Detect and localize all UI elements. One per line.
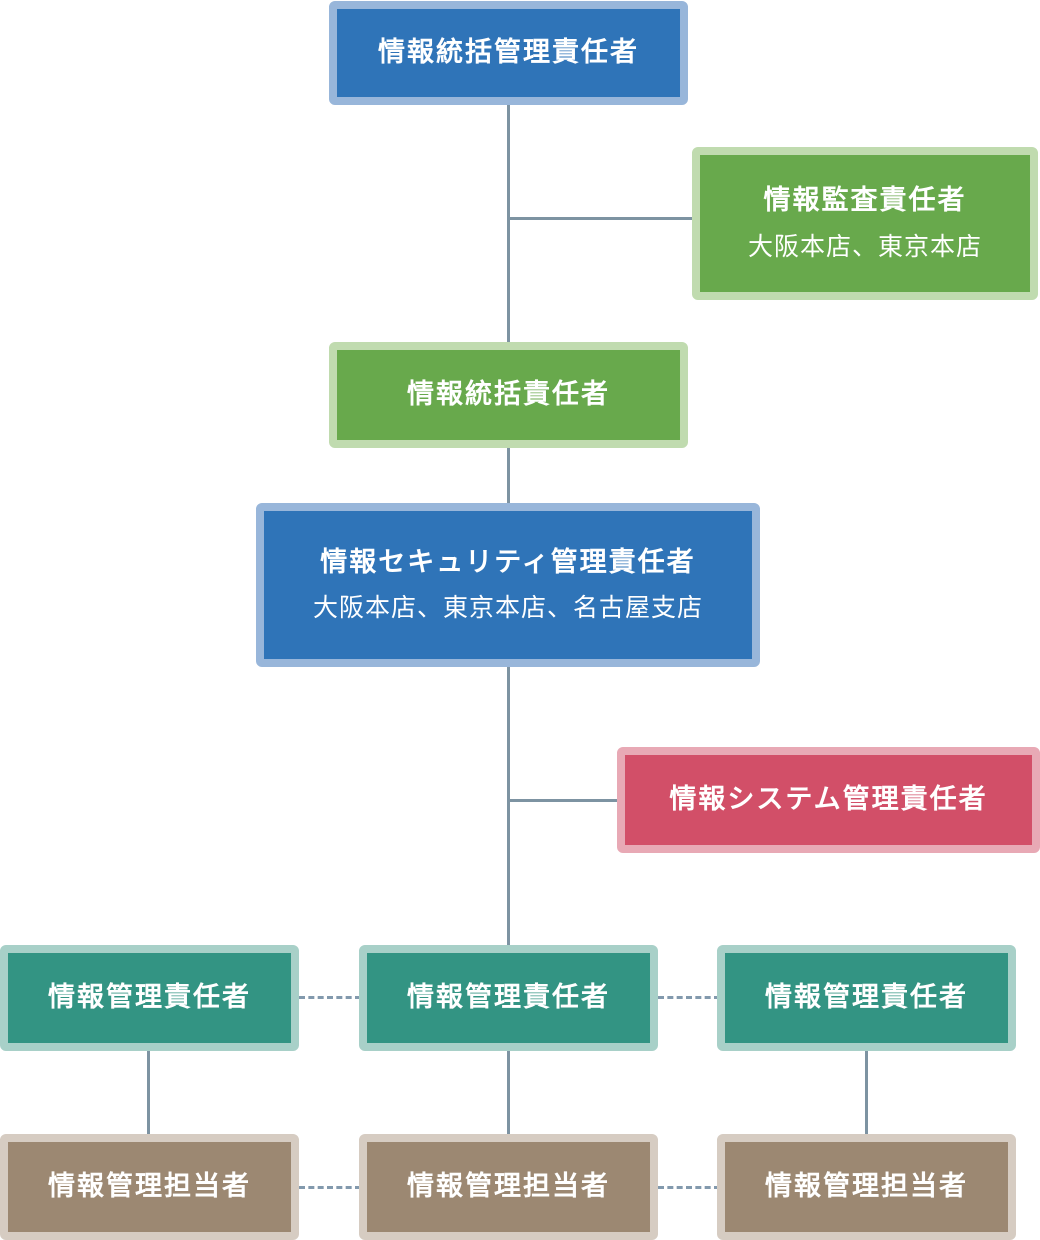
node-title: 情報管理担当者	[765, 1170, 968, 1202]
node-title: 情報管理責任者	[407, 981, 610, 1013]
node-subtitle: 大阪本店、東京本店	[747, 231, 982, 261]
node-info-staff-center: 情報管理担当者	[359, 1134, 658, 1240]
connector-manager-staff-left	[147, 1048, 150, 1136]
node-info-manager-center: 情報管理責任者	[359, 945, 658, 1051]
connector-supervisor-security	[507, 447, 510, 507]
connector-main-lower	[507, 664, 510, 948]
connector-manager-staff-center	[507, 1048, 510, 1136]
node-title: 情報管理責任者	[765, 981, 968, 1013]
node-info-manager-left: 情報管理責任者	[0, 945, 299, 1051]
node-title: 情報管理担当者	[407, 1170, 610, 1202]
dashed-link-managers-left	[299, 996, 361, 999]
connector-main-upper	[507, 104, 510, 346]
node-info-staff-right: 情報管理担当者	[717, 1134, 1016, 1240]
node-info-manager-right: 情報管理責任者	[717, 945, 1016, 1051]
connector-audit	[507, 217, 695, 220]
node-title: 情報管理責任者	[48, 981, 251, 1013]
node-title: 情報統括責任者	[407, 378, 610, 410]
node-info-system-manager: 情報システム管理責任者	[617, 747, 1040, 853]
node-info-staff-left: 情報管理担当者	[0, 1134, 299, 1240]
node-title: 情報統括管理責任者	[378, 36, 639, 68]
dashed-link-managers-right	[658, 996, 720, 999]
connector-system	[507, 799, 621, 802]
node-title: 情報システム管理責任者	[669, 783, 988, 815]
node-subtitle: 大阪本店、東京本店、名古屋支店	[312, 593, 703, 623]
dashed-link-staff-left	[299, 1186, 361, 1189]
node-title: 情報監査責任者	[763, 185, 967, 217]
node-info-audit-manager: 情報監査責任者 大阪本店、東京本店	[692, 147, 1038, 300]
node-info-security-manager: 情報セキュリティ管理責任者 大阪本店、東京本店、名古屋支店	[256, 503, 760, 667]
connector-manager-staff-right	[865, 1048, 868, 1136]
node-info-supervisor: 情報統括責任者	[329, 342, 688, 448]
node-title: 情報管理担当者	[48, 1170, 251, 1202]
node-general-info-manager: 情報統括管理責任者	[329, 1, 688, 105]
dashed-link-staff-right	[658, 1186, 720, 1189]
node-title: 情報セキュリティ管理責任者	[320, 546, 696, 578]
